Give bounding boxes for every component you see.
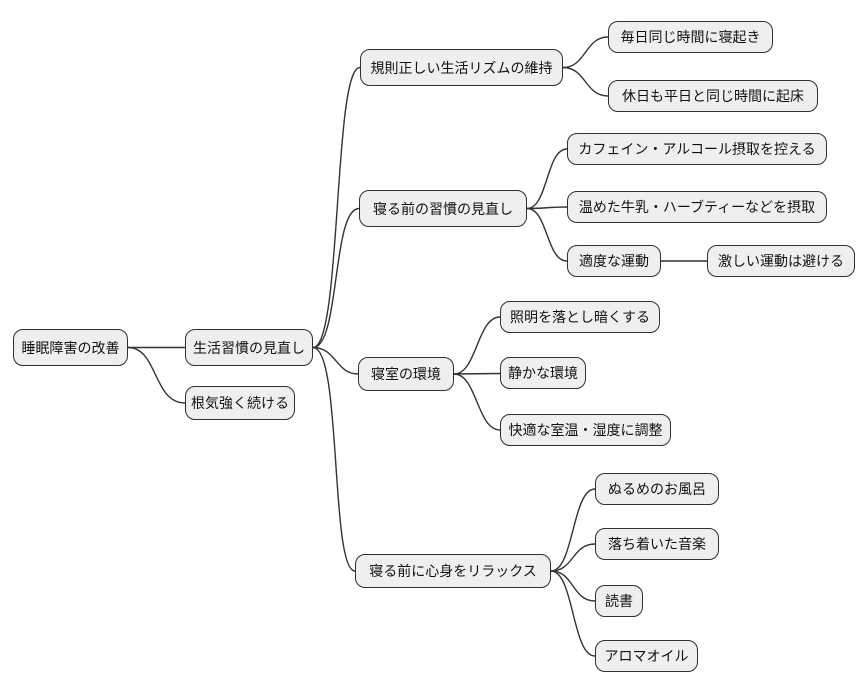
edge-lifestyle-to-bedroom <box>312 346 359 375</box>
node-regular-life-rhythm: 規則正しい生活リズムの維持 <box>360 49 563 86</box>
node-same-sleep-wake-time: 毎日同じ時間に寝起き <box>608 21 773 53</box>
node-avoid-intense-exercise: 激しい運動は避ける <box>707 245 855 277</box>
node-comfortable-temp-humidity: 快適な室温・湿度に調整 <box>500 414 671 446</box>
edge-rhythm-to-holiday <box>562 66 609 97</box>
node-aroma-oil: アロマオイル <box>595 640 698 672</box>
edge-bedroom-to-quiet <box>453 372 501 375</box>
edge-lifestyle-to-relax <box>312 346 356 572</box>
edge-bedroom-to-lighting <box>453 316 501 375</box>
edge-relax-to-reading <box>550 570 596 602</box>
edge-lifestyle-to-rhythm <box>312 66 361 349</box>
edge-presleep-to-exercise <box>526 207 568 262</box>
edge-root-to-persist <box>127 346 186 404</box>
node-presleep-relaxation: 寝る前に心身をリラックス <box>355 554 551 588</box>
edge-relax-to-music <box>550 543 596 572</box>
node-moderate-exercise: 適度な運動 <box>567 245 661 277</box>
node-presleep-habits-review: 寝る前の習慣の見直し <box>359 190 527 227</box>
edge-bedroom-to-temp <box>453 373 501 431</box>
edge-rhythm-to-same-time <box>562 36 609 69</box>
node-lifestyle-habits-review: 生活習慣の見直し <box>185 329 313 366</box>
edge-presleep-to-caffeine <box>526 148 568 210</box>
node-warm-milk-herb-tea: 温めた牛乳・ハーブティーなどを摂取 <box>567 191 827 223</box>
node-dim-lights: 照明を落とし暗くする <box>500 301 660 333</box>
node-quiet-environment: 静かな環境 <box>500 357 586 389</box>
node-lukewarm-bath: ぬるめのお風呂 <box>595 473 719 505</box>
node-sleep-disorder-improvement: 睡眠障害の改善 <box>13 329 128 366</box>
node-bedroom-environment: 寝室の環境 <box>358 357 454 391</box>
node-keep-persisting: 根気強く続ける <box>185 386 295 420</box>
node-calm-music: 落ち着いた音楽 <box>595 528 719 560</box>
edge-relax-to-aroma <box>550 570 596 657</box>
node-reading: 読書 <box>595 585 643 617</box>
node-avoid-caffeine-alcohol: カフェイン・アルコール摂取を控える <box>567 133 827 165</box>
edge-presleep-to-milk <box>526 206 568 210</box>
edge-lifestyle-to-presleep-habits <box>312 207 360 349</box>
edge-relax-to-bath <box>550 488 596 572</box>
node-holiday-same-wake-time: 休日も平日と同じ時間に起床 <box>608 80 818 112</box>
